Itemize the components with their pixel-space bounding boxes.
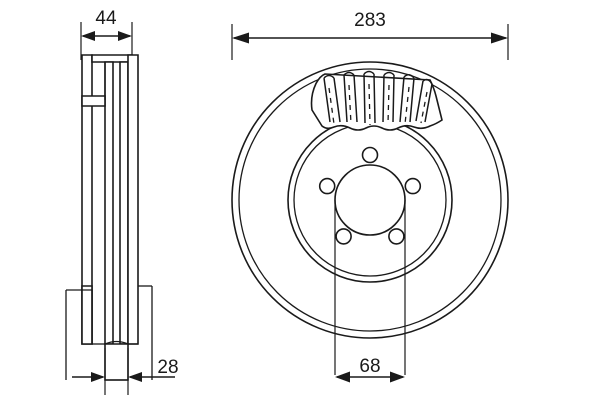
dim-28-arrow-right [128,372,142,382]
dim-44-arrow-left [81,31,95,41]
section-lower-left-edge [81,285,93,345]
front-view [231,24,509,383]
section-vane-wall-left [104,61,114,345]
bolt-hole-3 [388,228,405,245]
dim-28-arrow-left [91,372,105,382]
section-right-wall [127,54,139,345]
dim-283-arrow-right [491,32,508,44]
bolt-hole-2 [404,177,422,195]
cooling-vanes-group [323,70,433,124]
bolt-hole-1 [361,146,379,164]
section-hat-cap [91,54,133,63]
bolt-hole-4 [335,228,352,245]
dim-68-arrow-left [335,371,350,383]
dim-44-arrow-right [118,31,132,41]
dim-label-centre-bore: 68 [359,356,380,377]
section-view [65,22,175,395]
bolt-hole-5 [318,177,336,195]
centre-bore-circle [334,164,406,236]
dim-label-disc-thickness: 28 [157,357,178,378]
section-hat-step [81,95,106,107]
section-bottom-chamfer [104,340,129,345]
dim-68-arrow-right [390,371,405,383]
dim-label-hat-width: 44 [95,8,117,29]
section-friction-ring-lower [104,343,129,381]
vane-hatch-marks [328,83,428,126]
dim-label-outer-diameter: 283 [354,10,386,31]
section-vane-wall-right [119,61,129,345]
disc-inner-ring-circle [238,68,502,332]
dim-283-arrow-left [232,32,249,44]
